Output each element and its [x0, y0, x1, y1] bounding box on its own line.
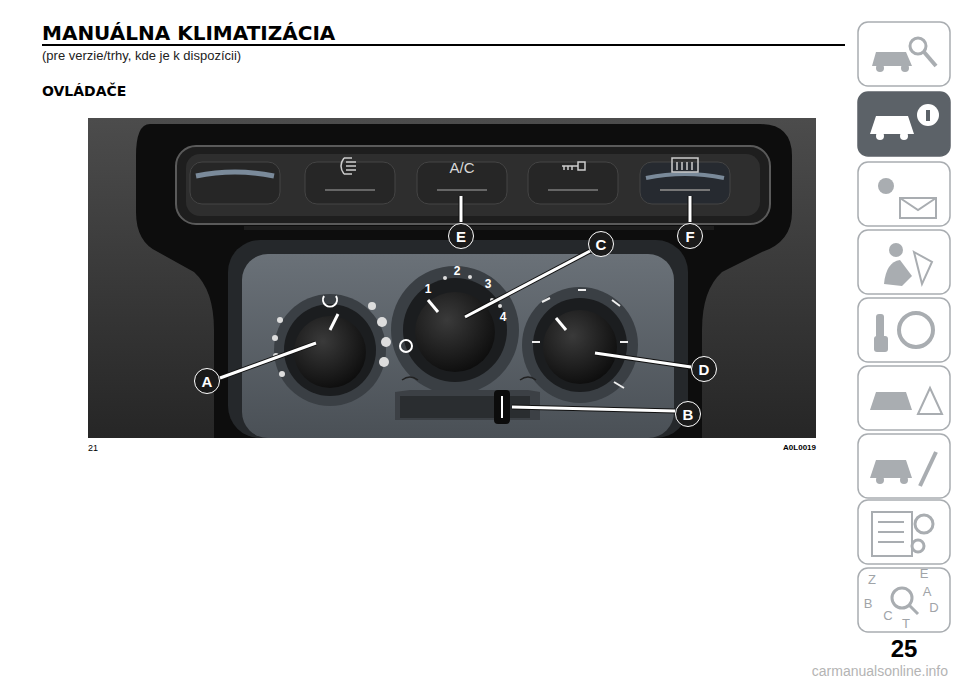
photo [88, 118, 816, 438]
fan-speed: 2 [454, 265, 461, 278]
button-label: A/C [449, 160, 474, 177]
icon-letter: Z [868, 573, 876, 587]
callout-letter: B [683, 407, 694, 422]
title-rule [42, 45, 845, 46]
section-heading: OVLÁDAČE [42, 84, 126, 99]
fan-speed: 3 [485, 278, 492, 291]
callout-circle: E [448, 223, 474, 249]
icon-letter: B [864, 597, 873, 611]
callout-circle: A [194, 368, 220, 394]
fan-speed: 1 [425, 283, 432, 296]
icon-letter: D [929, 601, 938, 615]
icon-letter: T [902, 617, 910, 631]
callout-circle: D [691, 356, 717, 382]
leader-lines [220, 196, 691, 411]
fan-speed: 4 [500, 311, 507, 324]
callout-letter: C [596, 237, 607, 252]
subtitle: (pre verzie/trhy, kde je k dispozícii) [42, 49, 241, 63]
callout-circle: B [675, 401, 701, 427]
page-title: MANUÁLNA KLIMATIZÁCIA [42, 22, 335, 44]
knob-c [391, 266, 519, 394]
watermark: carmanualsonline.info [812, 664, 948, 679]
sidebar-icons [870, 38, 942, 614]
icon-letter: E [920, 567, 929, 581]
callout-letter: E [456, 229, 466, 244]
icon-letter: C [883, 609, 892, 623]
sidebar-tabs [858, 22, 950, 632]
callout-letter: A [202, 374, 213, 389]
callout-letter: F [685, 229, 694, 244]
figure-number: 21 [88, 444, 98, 454]
callout-circle: F [677, 223, 703, 249]
callout-letter: D [699, 362, 710, 377]
image-code: A0L0019 [783, 444, 816, 453]
callout-circle: C [588, 231, 614, 257]
icon-letter: A [923, 585, 932, 599]
knob-d [522, 287, 638, 403]
page-number: 25 [891, 636, 918, 662]
